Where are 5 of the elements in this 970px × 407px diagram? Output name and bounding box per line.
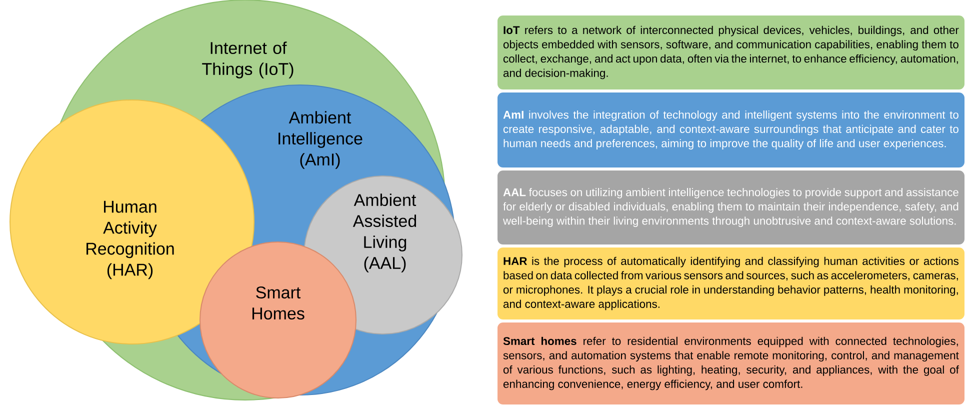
description-box: Smart homes refer to residential environments equipped with connected technologies, sensors, and automation systems that enable remote monitoring, control, and management of various functions, such as lighting, heating, security, and appliances, with the goal of enhancing convenience, energy efficiency, and user comfort.: [496, 321, 966, 406]
description-box: AAL focuses on utilizing ambient intelligence technologies to provide support and assistance for elderly or disabled individuals, enabling them to maintain their independence, safety, and well-being within their living environments through unobtrusive and context-aware solutions.: [496, 170, 966, 246]
description-box: IoT refers to a network of interconnected physical devices, vehicles, buildings, and other objects embedded with sensors, software, and communication capabilities, enabling them to collect, exchange, and act upon data, often via the internet, to enhance efficiency, automation, and decision-making.: [496, 14, 966, 90]
description-box: AmI involves the integration of technology and intelligent systems into the environment to create responsive, adaptable, and context-aware surroundings that anticipate and cater to human needs and preferences, aiming to improve the quality of life and user experiences.: [496, 92, 966, 168]
description-box: HAR is the process of automatically identifying and classifying human activities or actions based on data collected from various sensors and sources, such as accelerometers, cameras, or microphones. It plays a crucial role in understanding behavior patterns, health monitoring, and context-aware applications.: [496, 246, 966, 320]
